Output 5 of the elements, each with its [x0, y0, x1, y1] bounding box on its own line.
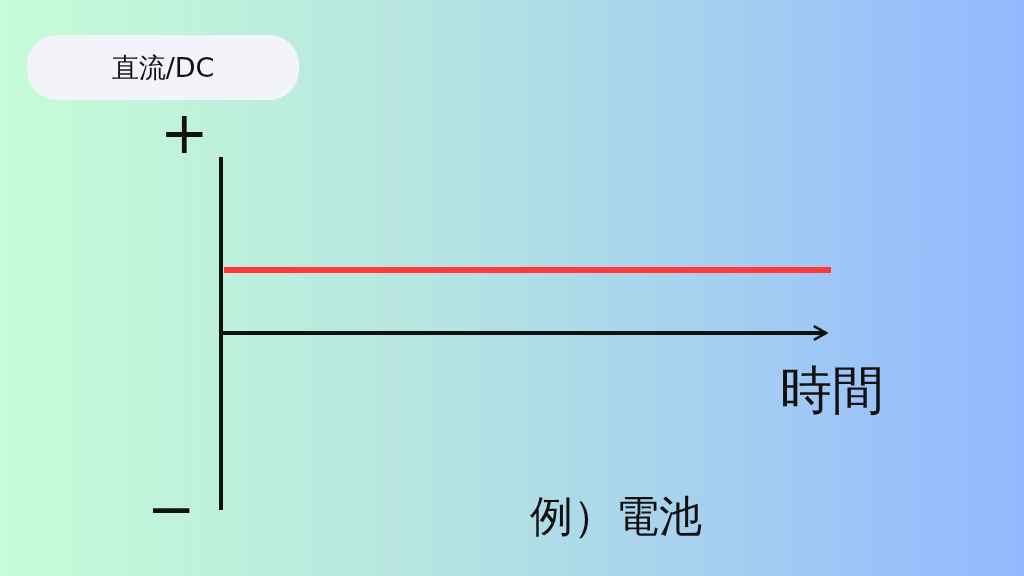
- title-badge: 直流/DC: [27, 35, 299, 100]
- example-note: 例）電池: [530, 495, 702, 538]
- plus-sign: +: [160, 104, 209, 162]
- axis-label: 時間: [780, 364, 884, 416]
- minus-sign: −: [147, 480, 196, 538]
